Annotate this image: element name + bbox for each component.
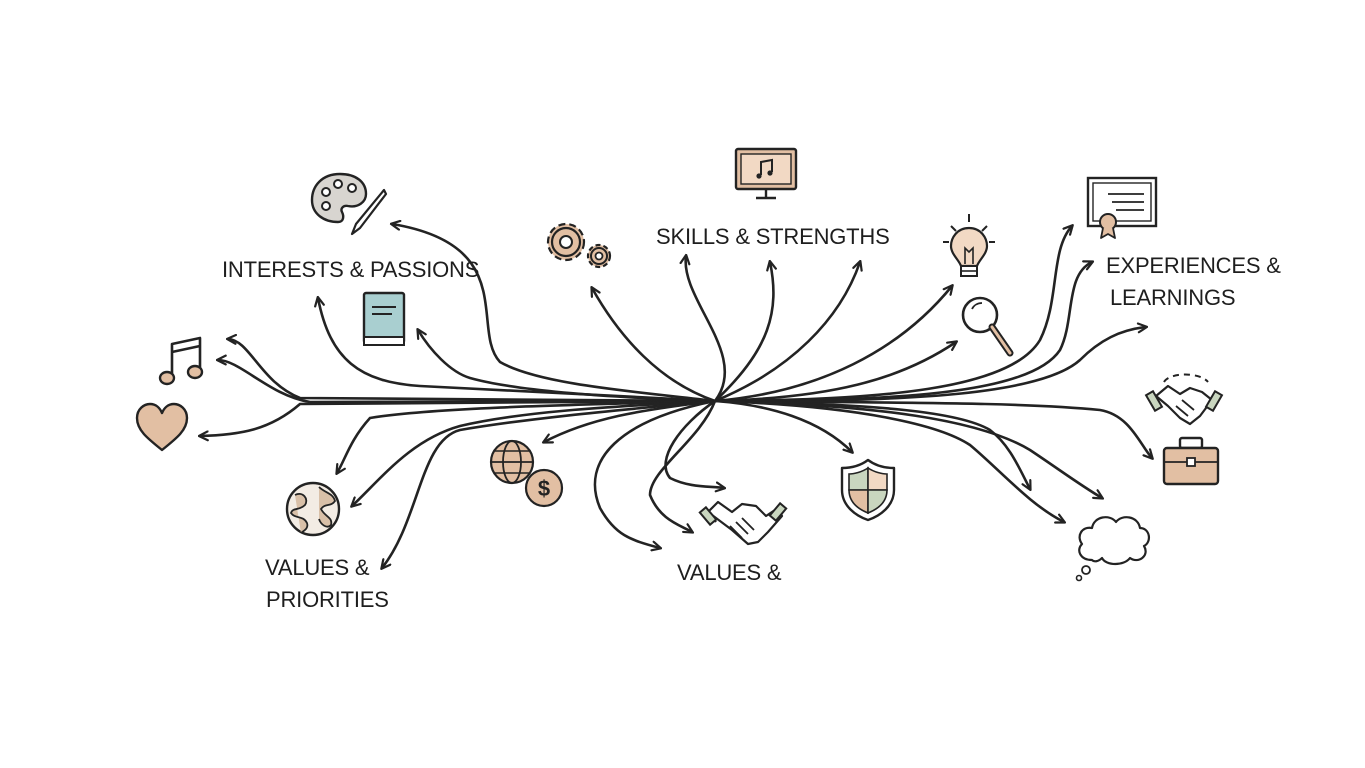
monitor-music-icon (734, 147, 798, 200)
briefcase-icon (1162, 436, 1220, 486)
certificate-icon (1086, 176, 1158, 239)
learnings-label-line2: LEARNINGS (1110, 285, 1236, 310)
arrow-to-handshake-right (713, 399, 1154, 460)
heart-icon (135, 402, 189, 452)
gears-icon (546, 222, 612, 269)
arrow-group (197, 219, 1154, 570)
book-icon (362, 291, 406, 346)
arrow-to-cloud (713, 399, 1067, 524)
arrow-to-magnifier (713, 340, 959, 403)
arrow-to-globe-dollar (541, 399, 717, 444)
arrow-to-book (416, 327, 717, 403)
arrow-to-handshake-top (664, 399, 727, 493)
arrow-to-gears (590, 285, 717, 403)
handshake-right-icon (1144, 373, 1224, 426)
arrow-to-learnings (713, 322, 1149, 403)
arrow-to-skills-right (713, 259, 863, 403)
thought-cloud-icon (1075, 516, 1150, 582)
magnifier-icon (961, 296, 1014, 357)
priorities-label-line2: PRIORITIES (266, 587, 389, 612)
shield-icon (840, 458, 896, 522)
arrow-to-skills-mid (713, 259, 777, 403)
skills-strengths-label: SKILLS & STRENGTHS (656, 224, 890, 249)
arrow-to-skills-left (679, 253, 727, 403)
arrow-to-values-left (350, 399, 717, 508)
arrow-to-values-center (593, 399, 717, 552)
experiences-label-line1: EXPERIENCES & (1106, 253, 1281, 278)
arrow-to-priorities (380, 399, 717, 570)
arrow-to-heart (197, 399, 717, 442)
arrow-to-handshake-center (648, 399, 717, 534)
lightbulb-icon (943, 214, 995, 277)
music-note-icon (158, 336, 204, 386)
values-center-label: VALUES & (677, 560, 782, 585)
arrow-to-certificate (713, 224, 1074, 403)
globe-dollar-icon: $ (489, 439, 564, 508)
arrow-to-globe-left (335, 399, 717, 476)
arrow-to-cloud-top (713, 399, 1105, 500)
svg-text:$: $ (538, 476, 550, 501)
arrow-to-briefcase (713, 399, 1032, 492)
globe-icon (285, 481, 341, 537)
values-left-label-line1: VALUES & (265, 555, 370, 580)
handshake-icon (698, 500, 788, 546)
arrow-to-palette (389, 219, 717, 403)
arrow-to-lightbulb (713, 284, 954, 403)
interests-passions-label: INTERESTS & PASSIONS (222, 257, 480, 282)
palette-icon (310, 172, 388, 236)
